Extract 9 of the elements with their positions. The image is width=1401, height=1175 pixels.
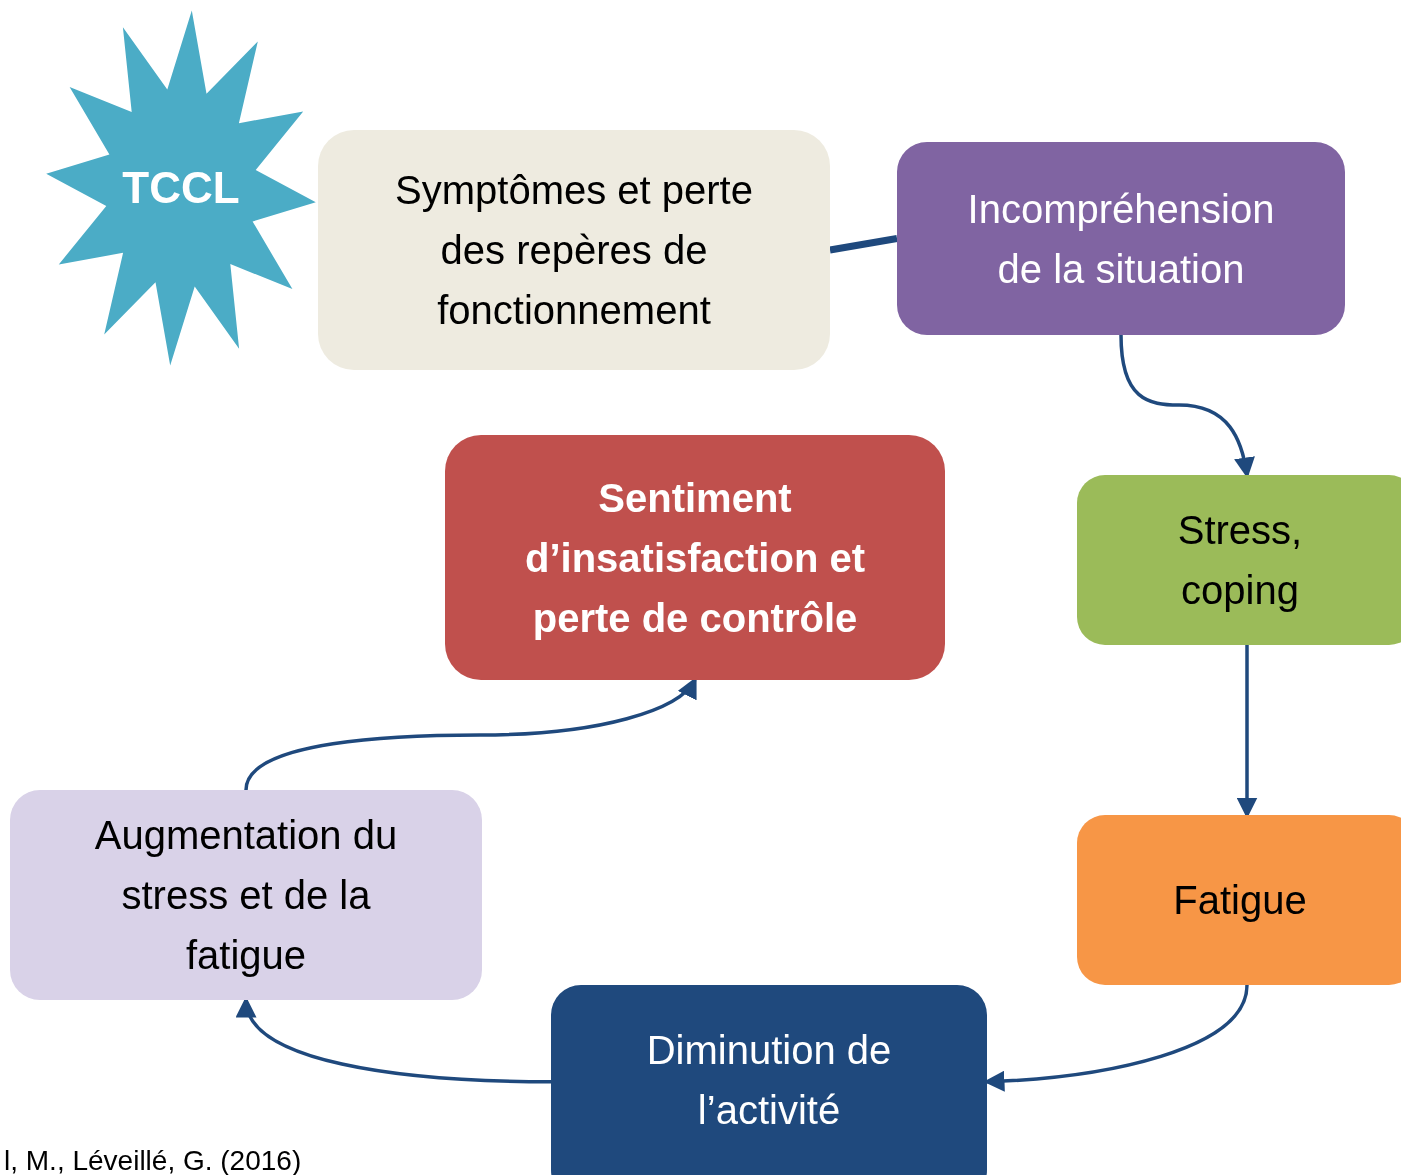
process-box: Stress, coping: [1077, 475, 1401, 645]
arrow: [244, 677, 697, 791]
process-box: Diminution de l’activité: [551, 985, 987, 1175]
process-box: Symptômes et perte des repères de fonctionnement: [318, 130, 830, 370]
process-box: Sentiment d’insatisfaction et perte de contrôle: [445, 435, 945, 680]
process-box: Incompréhension de la situation: [897, 142, 1345, 335]
process-box: Augmentation du stress et de la fatigue: [10, 790, 482, 1000]
process-box: Fatigue: [1077, 815, 1401, 985]
citation-text: l, M., Léveillé, G. (2016): [4, 1144, 302, 1175]
